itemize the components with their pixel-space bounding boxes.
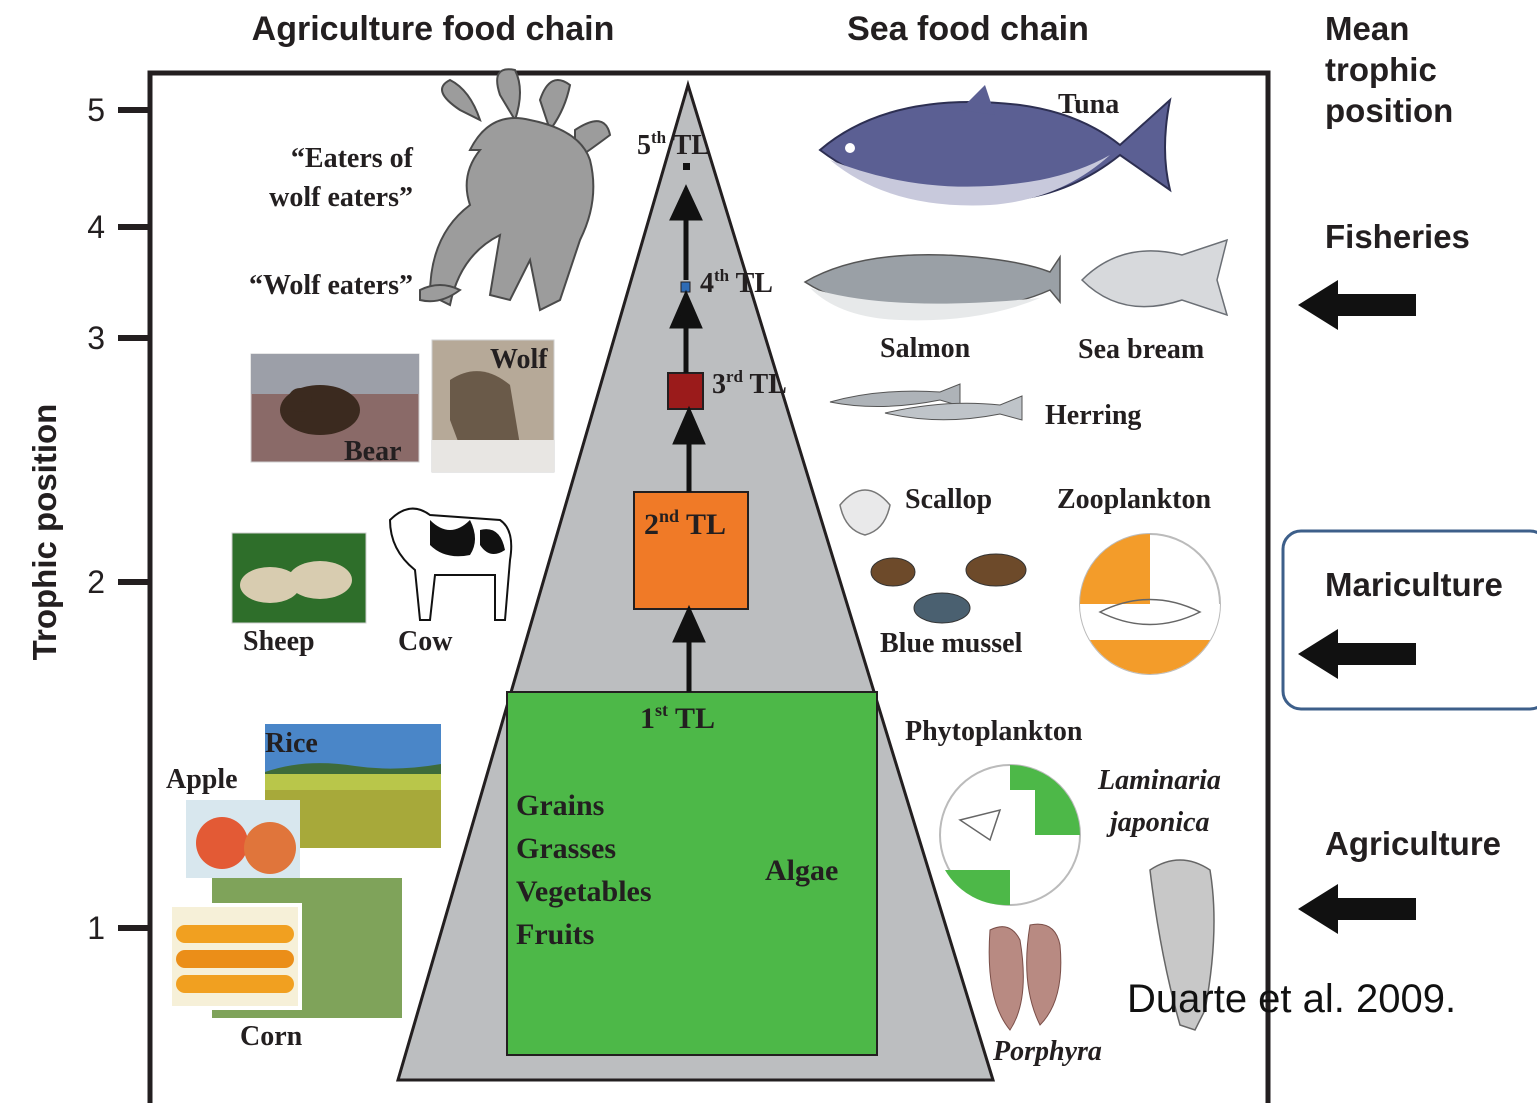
y-tick-label-1: 1 [87,910,105,946]
label-eaters-line2: wolf eaters” [269,182,413,213]
header-agriculture: Agriculture food chain [252,10,615,48]
base-item-grasses: Grasses [516,832,616,865]
label-agriculture: Agriculture [1325,825,1501,862]
level-1-label: 1st TL [640,700,715,735]
mussel-illustration [871,554,1026,623]
level-5-label: 5th TL [637,128,710,161]
header-sea: Sea food chain [847,10,1089,48]
y-tick-label-3: 3 [87,320,105,356]
label-laminaria-line1: Laminaria [1097,765,1221,796]
apple-photo [186,800,300,878]
fisheries-arrow [1298,280,1416,330]
label-wolf: Wolf [490,344,548,375]
cow-illustration [390,509,511,620]
label-apple: Apple [166,764,238,795]
label-wolf-eaters: “Wolf eaters” [249,270,413,301]
hydra-illustration [420,69,610,310]
y-ticks: 5 4 3 2 1 [87,92,150,946]
label-salmon: Salmon [880,333,971,364]
label-cow: Cow [398,626,453,657]
label-sheep: Sheep [243,626,315,657]
label-scallop: Scallop [905,484,992,515]
label-mariculture: Mariculture [1325,566,1503,603]
header-mean-line1: Mean [1325,10,1409,47]
citation: Duarte et al. 2009. [1127,977,1456,1021]
label-tuna: Tuna [1058,89,1119,120]
y-tick-label-4: 4 [87,209,105,245]
label-sea-bream: Sea bream [1078,334,1204,365]
level-5-box [683,163,690,170]
sea-bream-illustration [1082,240,1227,315]
level-4-label: 4th TL [700,266,773,299]
sheep-photo [232,533,366,623]
label-rice: Rice [265,728,318,759]
label-phytoplankton: Phytoplankton [905,716,1083,747]
header-mean-line2: trophic [1325,51,1437,88]
level-4-box [681,282,690,292]
y-tick-label-2: 2 [87,564,105,600]
header-mean-line3: position [1325,92,1453,129]
label-laminaria-line2: japonica [1106,807,1210,838]
label-corn: Corn [240,1021,303,1052]
phytoplankton-illustration [940,765,1080,905]
salmon-illustration [805,255,1060,321]
level-3-box [668,373,703,409]
mariculture-highlight-box [1283,531,1537,709]
y-tick-label-5: 5 [87,92,105,128]
scallop-illustration [840,490,890,535]
label-porphyra: Porphyra [992,1036,1102,1067]
agriculture-arrow [1298,884,1416,934]
corn-photo [170,878,402,1018]
base-item-vegetables: Vegetables [516,875,652,908]
label-zooplankton: Zooplankton [1057,484,1211,515]
algae-label: Algae [765,854,838,887]
label-bear: Bear [344,436,402,467]
label-eaters-line1: “Eaters of [291,143,414,174]
label-fisheries: Fisheries [1325,218,1470,255]
label-herring: Herring [1045,400,1141,431]
level-2-label: 2nd TL [644,506,726,541]
base-item-grains: Grains [516,789,604,822]
porphyra-illustration [989,924,1061,1030]
herring-illustration [830,384,1022,420]
base-item-fruits: Fruits [516,918,594,951]
zooplankton-illustration [1080,534,1220,674]
mariculture-arrow [1298,629,1416,679]
label-blue-mussel: Blue mussel [880,628,1023,659]
level-3-label: 3rd TL [712,367,787,400]
y-axis-label: Trophic position [26,404,63,661]
